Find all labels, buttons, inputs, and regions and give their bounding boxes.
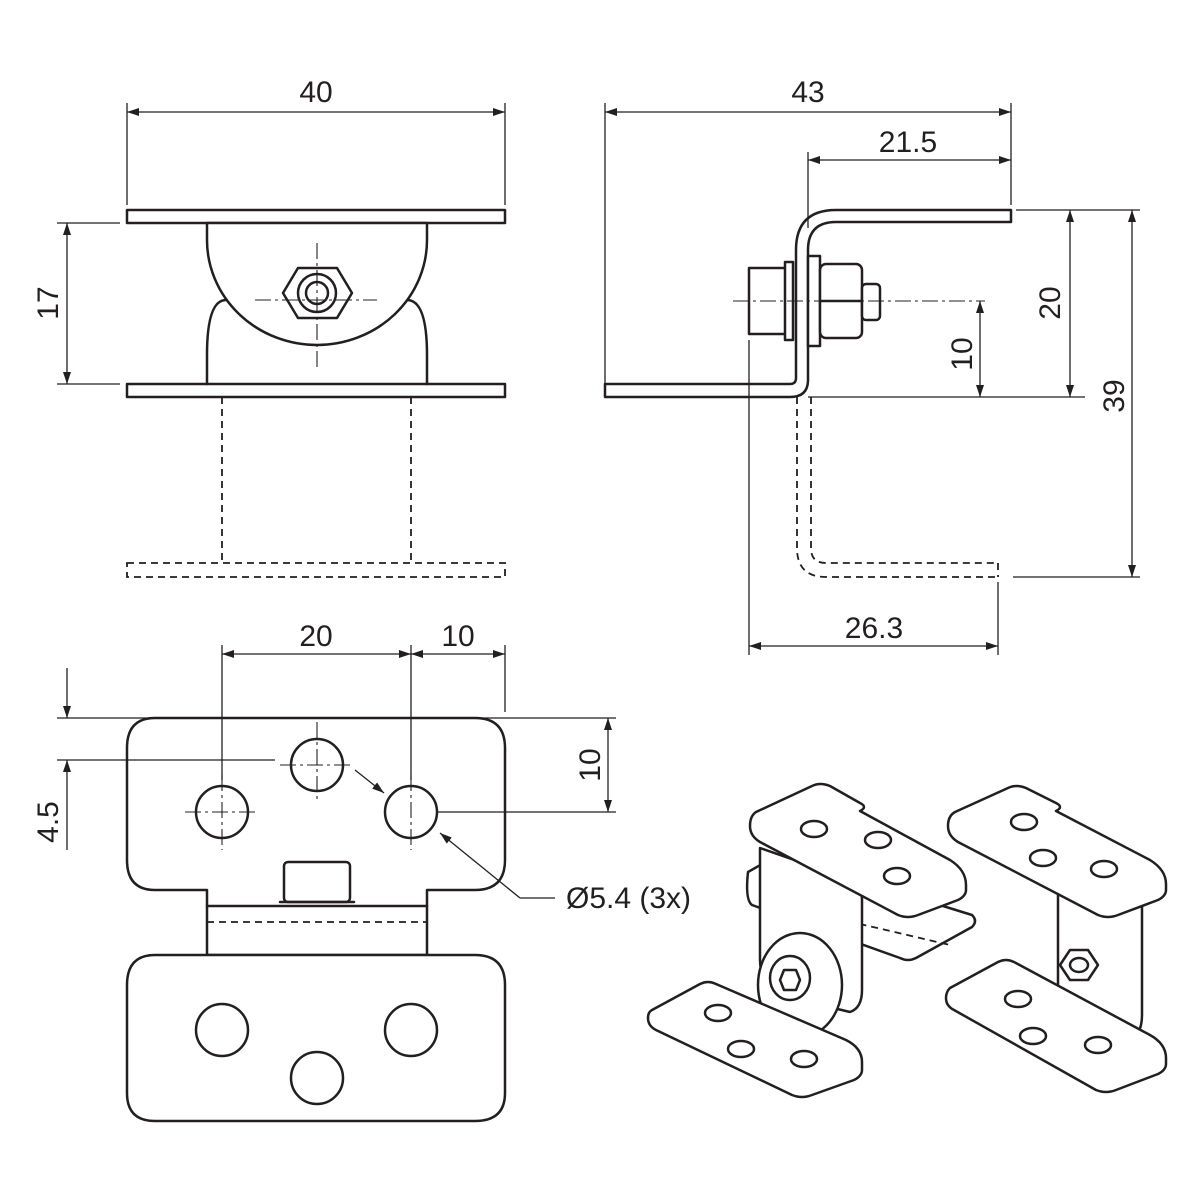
iso-hole [726,1039,756,1059]
iso-hole [1003,989,1033,1009]
bolt-tip [860,282,882,322]
front-hidden-plate [126,562,506,578]
dim-front-width: 40 [299,76,332,109]
dim-front-height: 17 [32,286,65,319]
front-bottom-plate [125,382,507,399]
iso-hole [1028,848,1058,868]
iso-hidden-line [765,901,951,946]
dim-top-offset: 4.5 [32,801,65,843]
iso-hole [863,830,893,850]
dim-side-width: 43 [791,76,824,109]
hole-callout: Ø5.4 (3x) [566,882,691,915]
dim-hole-spacing: 20 [299,620,332,653]
iso-hole [789,1049,819,1069]
iso-bottom-plate [646,980,864,1099]
iso-hole [1018,1026,1048,1046]
iso-nut-icon [1058,948,1100,982]
plan-bolt-head [282,860,352,904]
iso-bolt-head [768,954,812,1002]
hole-lower-right [383,1002,439,1058]
dim-flange-width: 21.5 [879,126,937,159]
iso-top-plate [748,782,968,919]
side-view: 43 21.5 10 20 39 26.3 [603,76,1140,655]
iso-bottom-plate [944,958,1168,1094]
iso-nut-bore [1068,956,1090,974]
hole-lower-left [194,1002,250,1058]
dim-extended-width: 26.3 [845,612,903,645]
iso-top-plate [946,784,1168,919]
isometric-view-left [646,782,977,1099]
dim-edge-offset: 10 [441,620,474,653]
dim-hole-pitch: 10 [574,748,607,781]
dim-bolt-height: 10 [946,337,979,370]
front-top-plate [125,208,507,225]
dim-inner-height: 20 [1034,286,1067,319]
side-hidden-plate [796,397,999,578]
leader-arrow-in [354,769,385,794]
iso-hole [1009,812,1039,832]
iso-hole [1089,859,1119,879]
hex-socket-icon [778,968,802,992]
plan-lower-leaf [125,953,507,1123]
dim-overall-height: 39 [1098,379,1131,412]
iso-hole [882,866,912,886]
plan-view: 20 10 4.5 10 Ø5.4 (3x) [32,620,691,1123]
hole-lower-bottom [289,1050,345,1106]
leader-arrow-out [439,832,521,899]
iso-hole [1083,1035,1113,1055]
isometric-view-right [944,784,1168,1094]
iso-hole [799,819,829,839]
front-hidden-knuckle [221,397,412,563]
iso-hole [703,1003,733,1023]
front-view: 40 17 [32,76,507,578]
